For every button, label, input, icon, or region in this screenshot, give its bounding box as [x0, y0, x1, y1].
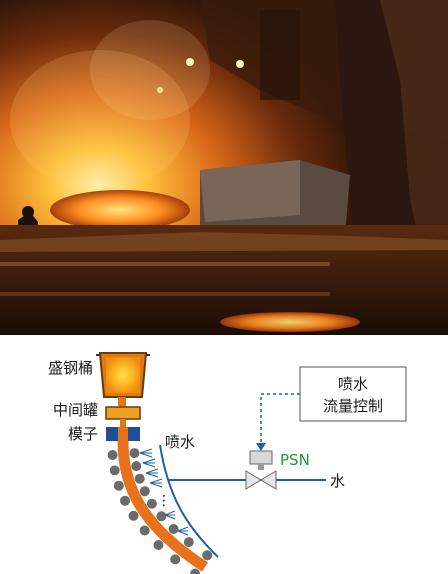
- spray-tick: [145, 472, 159, 478]
- control-box-line2: 流量控制: [323, 397, 383, 415]
- spray-tick: [142, 462, 156, 468]
- roller-inner: [128, 510, 139, 521]
- steel-strand: [117, 440, 208, 572]
- roller-inner: [120, 495, 130, 506]
- spray-tick: [149, 478, 163, 484]
- control-valve: [245, 450, 277, 490]
- roller-inner: [107, 450, 118, 460]
- roller-inner: [170, 554, 181, 565]
- spray-label: 喷水: [165, 433, 195, 451]
- spray-tick: [164, 514, 176, 520]
- psn-label: PSN: [280, 451, 310, 469]
- control-signal-line: [260, 393, 300, 447]
- spray-tick: [139, 452, 153, 458]
- roller-outer: [129, 448, 140, 459]
- water-pipe-arc: [159, 444, 219, 558]
- roller-outer: [156, 511, 167, 522]
- roller-outer: [134, 473, 145, 484]
- spray-tick: [145, 468, 159, 474]
- spray-tick: [177, 526, 189, 532]
- flow-control-box: [299, 366, 407, 422]
- roller-inner: [109, 465, 120, 476]
- roller-inner: [190, 568, 201, 574]
- roller-outer: [168, 524, 179, 534]
- mold-label: 模子: [68, 425, 98, 443]
- dots-mark: ⋮: [157, 493, 171, 509]
- water-label: 水: [330, 472, 345, 490]
- roller-inner: [113, 480, 124, 491]
- control-box-line1: 喷水: [338, 375, 368, 393]
- roller-outer: [183, 537, 194, 548]
- tundish-label: 中间罐: [53, 401, 98, 419]
- roller-outer: [202, 550, 213, 561]
- spray-tick: [164, 510, 176, 516]
- casting-diagram: 盛钢桶 中间罐 模子 喷水 喷水 流量控制 PSN 水 ⋮: [0, 335, 448, 574]
- spray-tick: [142, 458, 156, 464]
- tundish: [105, 406, 141, 427]
- mold: [106, 427, 140, 441]
- roller-inner: [153, 540, 164, 550]
- spray-tick: [177, 530, 189, 536]
- steel-mill-photo: [0, 0, 448, 335]
- spray-tick: [139, 448, 153, 454]
- roller-inner: [139, 525, 150, 536]
- spray-tick: [149, 482, 163, 488]
- roller-outer: [146, 498, 157, 509]
- ladle-label: 盛钢桶: [48, 359, 93, 377]
- roller-outer: [131, 461, 142, 472]
- spray-nozzles: [139, 448, 189, 536]
- ladle: [96, 352, 150, 407]
- roller-outer: [139, 486, 150, 497]
- roller-group: [107, 448, 213, 574]
